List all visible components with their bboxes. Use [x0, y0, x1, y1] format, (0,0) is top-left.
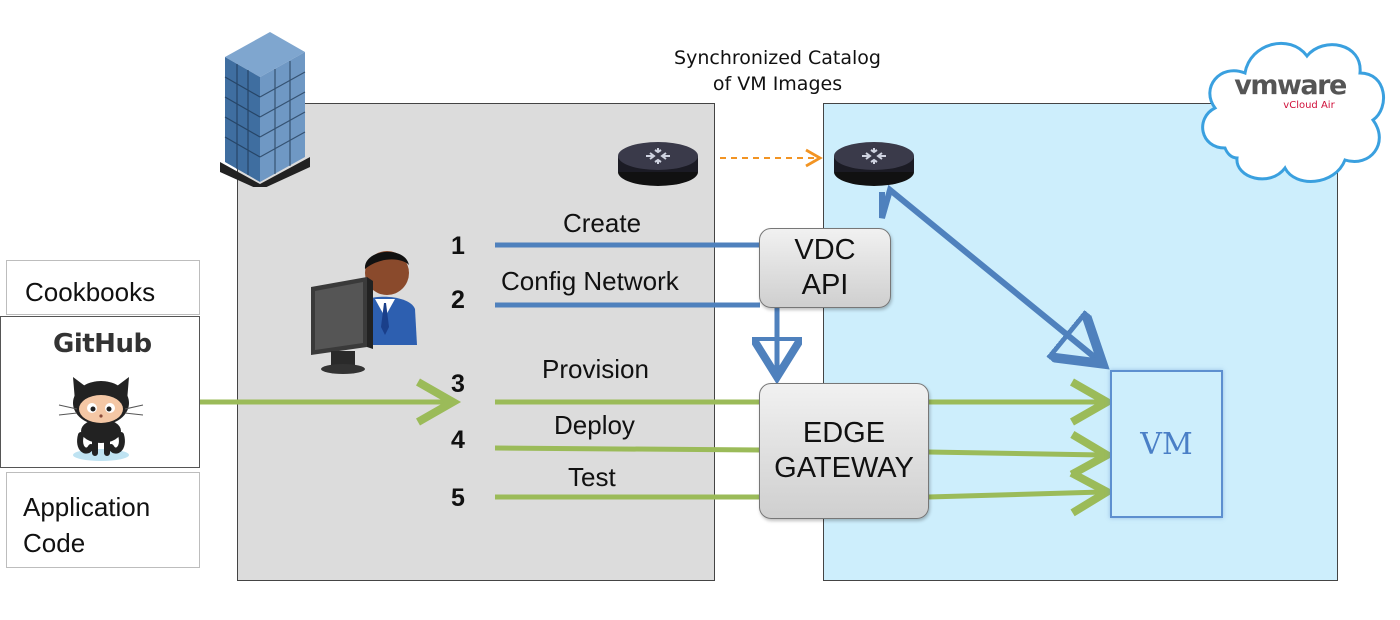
sync-label-line1: Synchronized Catalog: [674, 47, 881, 69]
sync-label-line2: of VM Images: [712, 73, 843, 95]
vdc-api-line1: VDC: [794, 234, 856, 266]
edge-gateway-line2: GATEWAY: [774, 452, 914, 484]
vmware-logo: vmware vCloud Air: [1225, 72, 1355, 112]
gateway-to-vm-arrow-3: [927, 469, 1116, 517]
step-3-label: Provision: [542, 354, 649, 384]
vcloud-air-product: vCloud Air: [1283, 100, 1335, 111]
github-label: GitHub: [53, 329, 152, 359]
vm-label: VM: [1140, 426, 1193, 462]
step-1-label: Create: [563, 208, 642, 238]
step-2-number: 2: [451, 286, 465, 314]
router-icon: [834, 142, 914, 186]
application-code-box: Application Code: [6, 472, 200, 568]
vcloud-air-cloud-logo: [1201, 41, 1386, 183]
cookbooks-label: Cookbooks: [25, 277, 156, 307]
step-5-number: 5: [451, 484, 465, 512]
application-code-line1: Application: [23, 492, 151, 522]
step-3-number: 3: [451, 370, 465, 398]
deploy-line: [494, 445, 761, 453]
gateway-to-vm-arrow-2: [927, 431, 1116, 478]
cookbooks-box: Cookbooks: [6, 260, 200, 315]
github-box: GitHub: [0, 316, 200, 468]
application-code-label: Application Code: [23, 489, 150, 561]
router-icon: [618, 142, 698, 186]
step-4-label: Deploy: [554, 410, 635, 440]
vdc-api-line2: API: [801, 269, 849, 301]
sync-catalog-label: Synchronized Catalog of VM Images: [650, 45, 905, 97]
router-to-vm-arrow: [879, 184, 1098, 360]
step-1-number: 1: [451, 232, 465, 260]
step-2-label: Config Network: [501, 266, 679, 296]
application-code-line2: Code: [23, 528, 86, 558]
step-5-label: Test: [568, 462, 616, 492]
edge-gateway-node: EDGE GATEWAY: [759, 383, 929, 519]
operator-computer-icon: [311, 251, 417, 374]
vdc-api-node: VDC API: [759, 228, 891, 308]
step-4-number: 4: [451, 426, 465, 454]
edge-gateway-line1: EDGE: [802, 417, 886, 449]
vmware-brand: vmware: [1234, 70, 1347, 101]
office-building-icon: [220, 32, 310, 187]
vm-box: VM: [1110, 370, 1223, 518]
octocat-icon: [58, 377, 144, 461]
